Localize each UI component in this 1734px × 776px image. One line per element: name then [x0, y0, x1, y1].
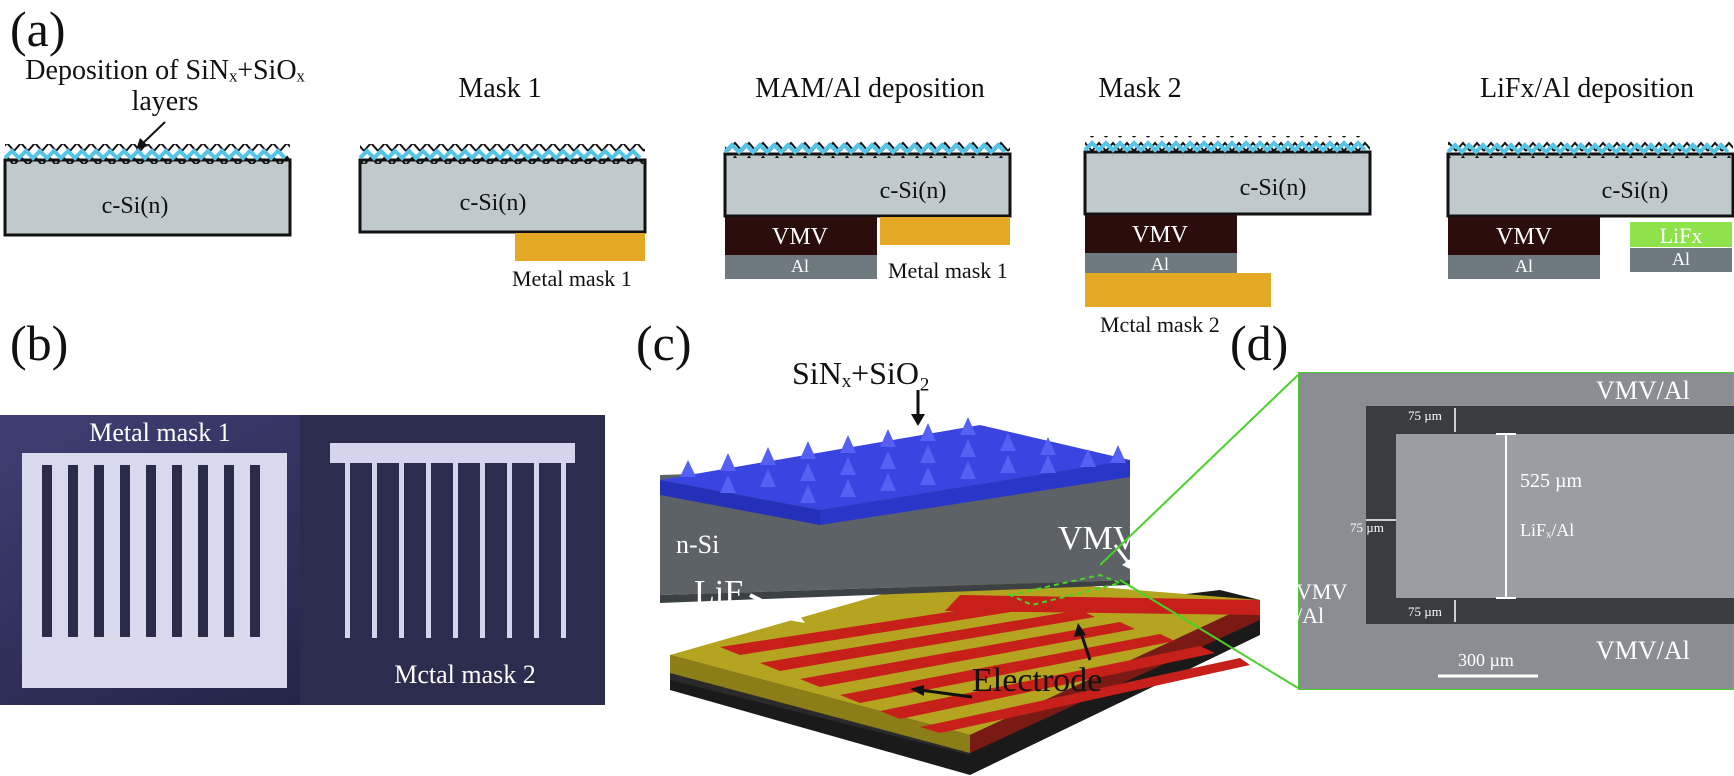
wafer-step3 [723, 138, 1012, 279]
metal-masks-photo [0, 415, 605, 705]
vmv-al-bottom-line [1366, 598, 1734, 624]
panel-label-b: (b) [10, 315, 69, 371]
panel-label-c: (c) [636, 315, 692, 371]
panel-label-d: (d) [1230, 315, 1289, 371]
wafer-step2 [358, 144, 647, 261]
step3-substrate-label: c-Si(n) [879, 178, 947, 204]
sin-arrow [911, 390, 925, 426]
process-steps-diagram [3, 121, 1734, 307]
step2-mask-label: Metal mask 1 [512, 266, 632, 291]
step5-al2-label: Al [1672, 249, 1690, 269]
sem-image [1298, 372, 1734, 690]
step1-substrate-label: c-Si(n) [101, 193, 169, 219]
vmv-label: VMV [1058, 520, 1138, 557]
n-si-label: n-Si [676, 530, 720, 559]
step5-al-label: Al [1515, 256, 1533, 276]
photo-mask1-label: Metal mask 1 [89, 418, 231, 447]
step1-title: Deposition of SiNₓ+SiOₓ layers [25, 55, 305, 117]
wafer-step4 [1083, 136, 1372, 307]
sin-sio2-label: SiNₓ+SiO₂ [792, 355, 931, 391]
wafer-step1 [3, 144, 292, 237]
step3-al-label: Al [791, 256, 809, 276]
step5-substrate-label: c-Si(n) [1601, 178, 1669, 204]
photo-mask2-label: Mctal mask 2 [394, 660, 536, 689]
sem-center-label: LiFₓ/Al [1520, 520, 1575, 540]
step2-title: Mask 1 [458, 73, 542, 104]
metal-mask-2-photo [330, 443, 575, 638]
sem-left-label: VMV /Al [1296, 579, 1348, 629]
zoom-lines [1100, 374, 1299, 689]
lif-label: LiFx [694, 574, 754, 616]
step4-vmv-label: VMV [1131, 222, 1188, 248]
step4-substrate-label: c-Si(n) [1239, 175, 1307, 201]
sem-width-bottom: 75 µm [1408, 604, 1442, 619]
step5-vmv-label: VMV [1495, 224, 1552, 250]
sem-gap-label: 525 µm [1520, 470, 1583, 492]
step4-al-label: Al [1151, 254, 1169, 274]
step5-title: LiFx/Al deposition [1480, 73, 1694, 104]
wafer-step5 [1446, 138, 1734, 279]
step4-title: Mask 2 [1098, 73, 1182, 104]
sem-width-top: 75 µm [1408, 408, 1442, 423]
deposition-arrow [139, 121, 166, 147]
metal-mask-1 [515, 233, 645, 261]
step4-mask-label: Mctal mask 2 [1100, 312, 1220, 337]
sem-width-left: 75 µm [1350, 520, 1384, 535]
device-3d-schematic [660, 415, 1260, 775]
vmv-al-top-line [1366, 406, 1734, 434]
step3-vmv-label: VMV [771, 224, 828, 250]
panel-label-a: (a) [10, 1, 66, 57]
electrode-label: Electrode [972, 662, 1103, 699]
step3-mask-label: Metal mask 1 [888, 258, 1008, 283]
sem-scale-label: 300 µm [1458, 650, 1514, 670]
sem-bottom-label: VMV/Al [1596, 636, 1690, 665]
lif-arrow [749, 593, 801, 622]
sem-top-label: VMV/Al [1596, 376, 1690, 405]
vmv-al-left-line [1366, 406, 1396, 624]
step5-lifx-label: LiFx [1659, 223, 1703, 248]
step3-title: MAM/Al deposition [755, 73, 985, 104]
step2-substrate-label: c-Si(n) [459, 190, 527, 216]
